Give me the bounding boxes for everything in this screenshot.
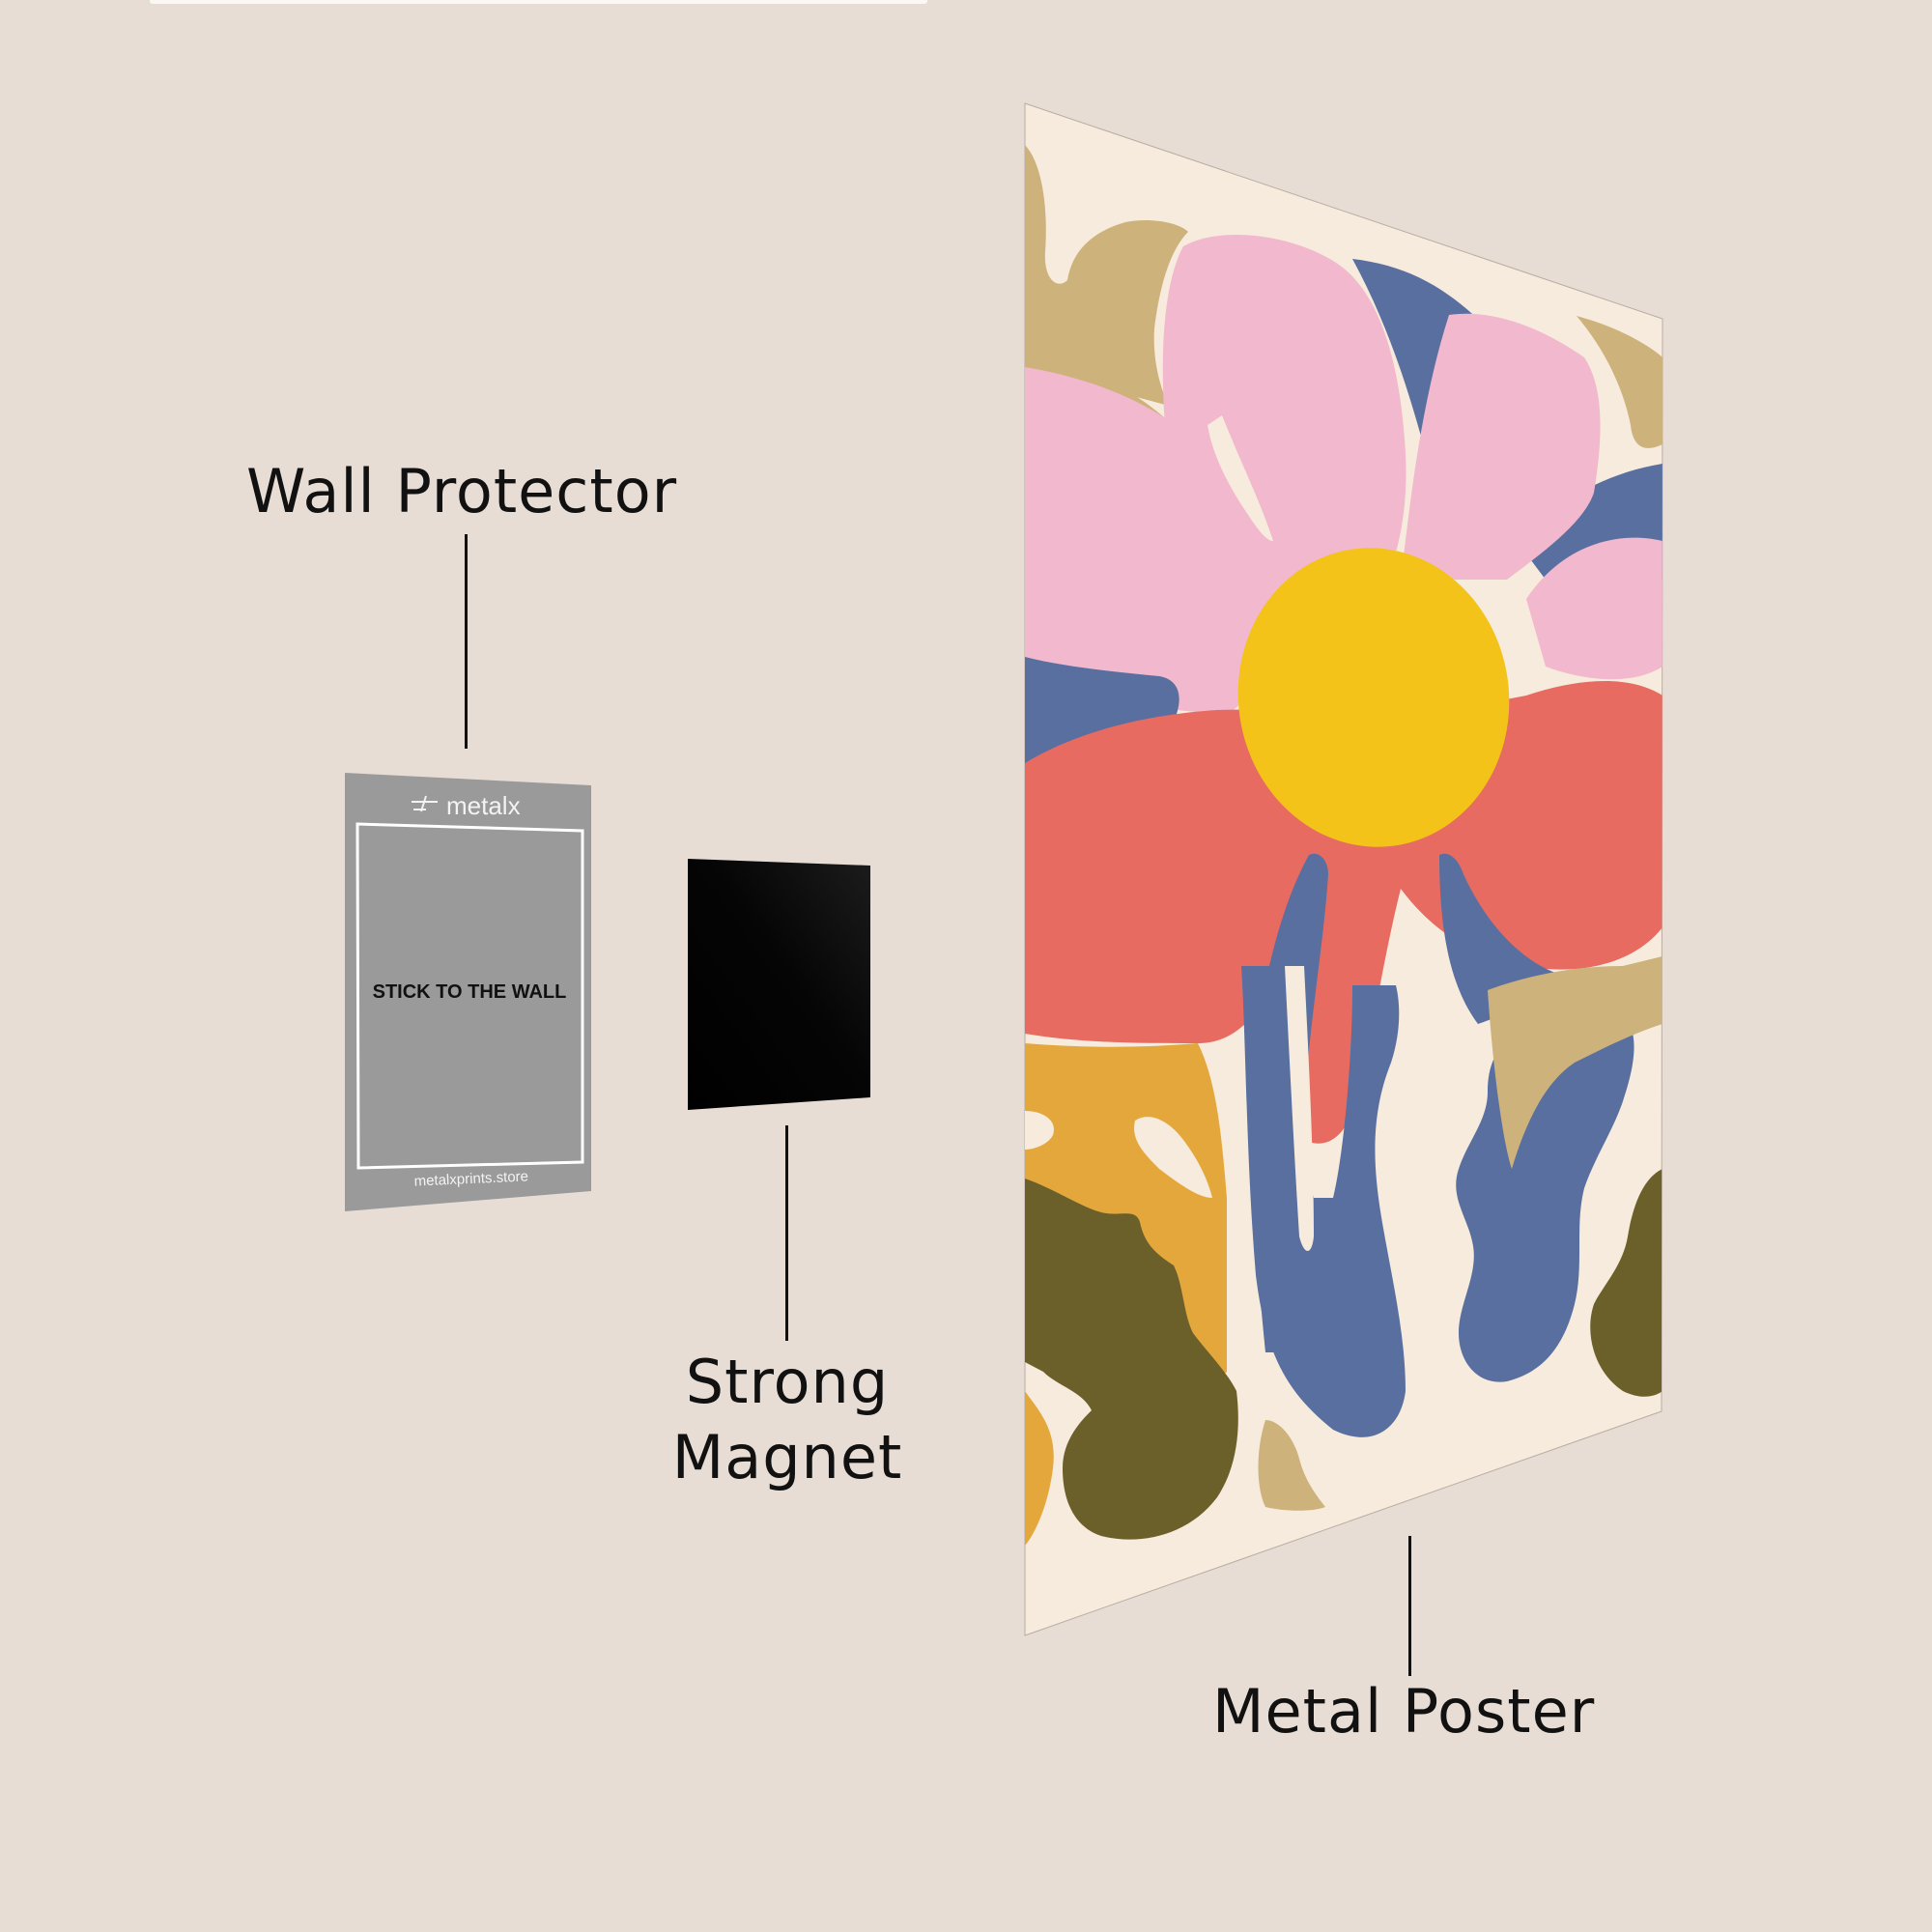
metal-poster [1024,102,1663,1636]
strong-magnet-leader-line [785,1125,788,1341]
metal-poster-label: Metal Poster [1212,1676,1596,1747]
strong-magnet-label-line1: Strong [685,1347,890,1417]
wall-protector-frame [355,822,584,1170]
poster-artwork [1025,145,1662,1546]
strong-magnet-label: Strong Magnet [667,1345,908,1495]
wall-protector-brand: metalx [446,791,521,820]
wall-protector-label: Wall Protector [246,456,678,526]
wall-protector-instruction: STICK TO THE WALL [373,981,567,1003]
strong-magnet-label-line2: Magnet [671,1422,903,1492]
top-edge-strip [150,0,927,4]
metalx-logo-icon [412,795,438,812]
wall-protector-leader-line [465,534,468,749]
strong-magnet [688,859,870,1110]
wall-protector-plate [345,773,591,1211]
wall-protector-website: metalxprints.store [413,1168,528,1189]
wall-protector: metalx STICK TO THE WALL metalxprints.st… [345,773,591,1211]
metal-poster-leader-line [1408,1536,1411,1676]
